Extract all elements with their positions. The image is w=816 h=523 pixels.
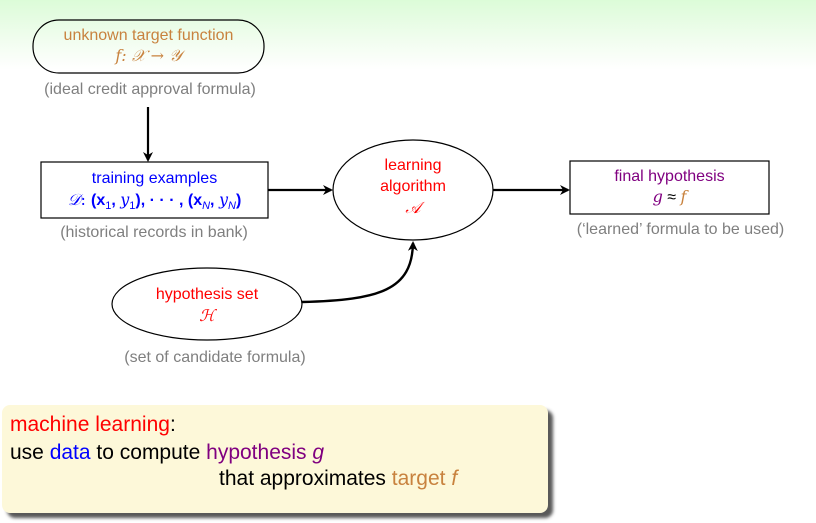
symbol-f: f <box>451 467 458 490</box>
algorithm-symbol: 𝒜 <box>405 198 421 217</box>
target-node-title: unknown target function <box>63 27 234 44</box>
target-node-caption: (ideal credit approval formula) <box>44 81 256 98</box>
target-f-symbol: f <box>115 46 122 65</box>
target-node-shape <box>32 19 265 74</box>
training-node-formula: 𝒟: (x1, y1), · · · , (xN, yN) <box>67 190 242 213</box>
term-data: data <box>49 441 91 464</box>
final-node-title: final hypothesis <box>614 168 725 185</box>
yN-sub: N <box>227 200 236 213</box>
final-node-formula: g ≈ f <box>570 187 769 207</box>
training-node-title: training examples <box>91 170 218 187</box>
callout-line-2: use data to compute hypothesis g <box>10 441 324 465</box>
text-use: use <box>10 441 50 464</box>
target-mapping: : 𝒳 → 𝒴 <box>121 46 182 65</box>
hypothesis-node-shape <box>111 267 303 341</box>
term-target: target <box>391 467 446 490</box>
symbol-g: g <box>312 441 325 464</box>
hypothesis-node-title: hypothesis set <box>155 286 259 303</box>
target-node-formula: f: 𝒳 → 𝒴 <box>33 46 264 66</box>
approx-symbol: ≈ <box>667 189 677 206</box>
final-node-shape <box>569 160 770 215</box>
yN: y <box>218 190 228 209</box>
xN-sub: N <box>202 200 211 213</box>
algorithm-node-line1: learning <box>384 157 442 174</box>
dataset-symbol: 𝒟 <box>67 190 81 209</box>
x1: x <box>96 192 106 209</box>
header-gradient <box>0 0 816 70</box>
term-hypothesis: hypothesis <box>206 441 307 464</box>
callout-line-1: machine learning: <box>10 413 176 437</box>
arrow-hypothesis-to-algorithm <box>301 241 418 304</box>
hypothesis-symbol: ℋ <box>199 306 215 325</box>
text-to-compute: to compute <box>90 441 207 464</box>
term-machine-learning: machine learning <box>10 413 170 436</box>
callout-line-3: that approximates target f <box>219 467 457 491</box>
y1-sub: 1 <box>129 200 136 213</box>
training-node-shape <box>40 161 269 219</box>
algorithm-node-line2: algorithm <box>380 178 446 195</box>
y1: y <box>120 190 130 209</box>
training-node-caption: (historical records in bank) <box>60 224 248 241</box>
final-g: g <box>652 187 663 206</box>
text-that-approximates: that approximates <box>219 467 392 490</box>
x1-sub: 1 <box>105 200 112 213</box>
final-f: f <box>680 187 687 206</box>
colon: : <box>169 413 176 436</box>
xN: x <box>193 192 203 209</box>
definition-callout: machine learning: use data to compute hy… <box>2 405 548 513</box>
hypothesis-node-caption: (set of candidate formula) <box>124 349 306 366</box>
final-node-caption: (‘learned’ formula to be used) <box>576 221 785 238</box>
